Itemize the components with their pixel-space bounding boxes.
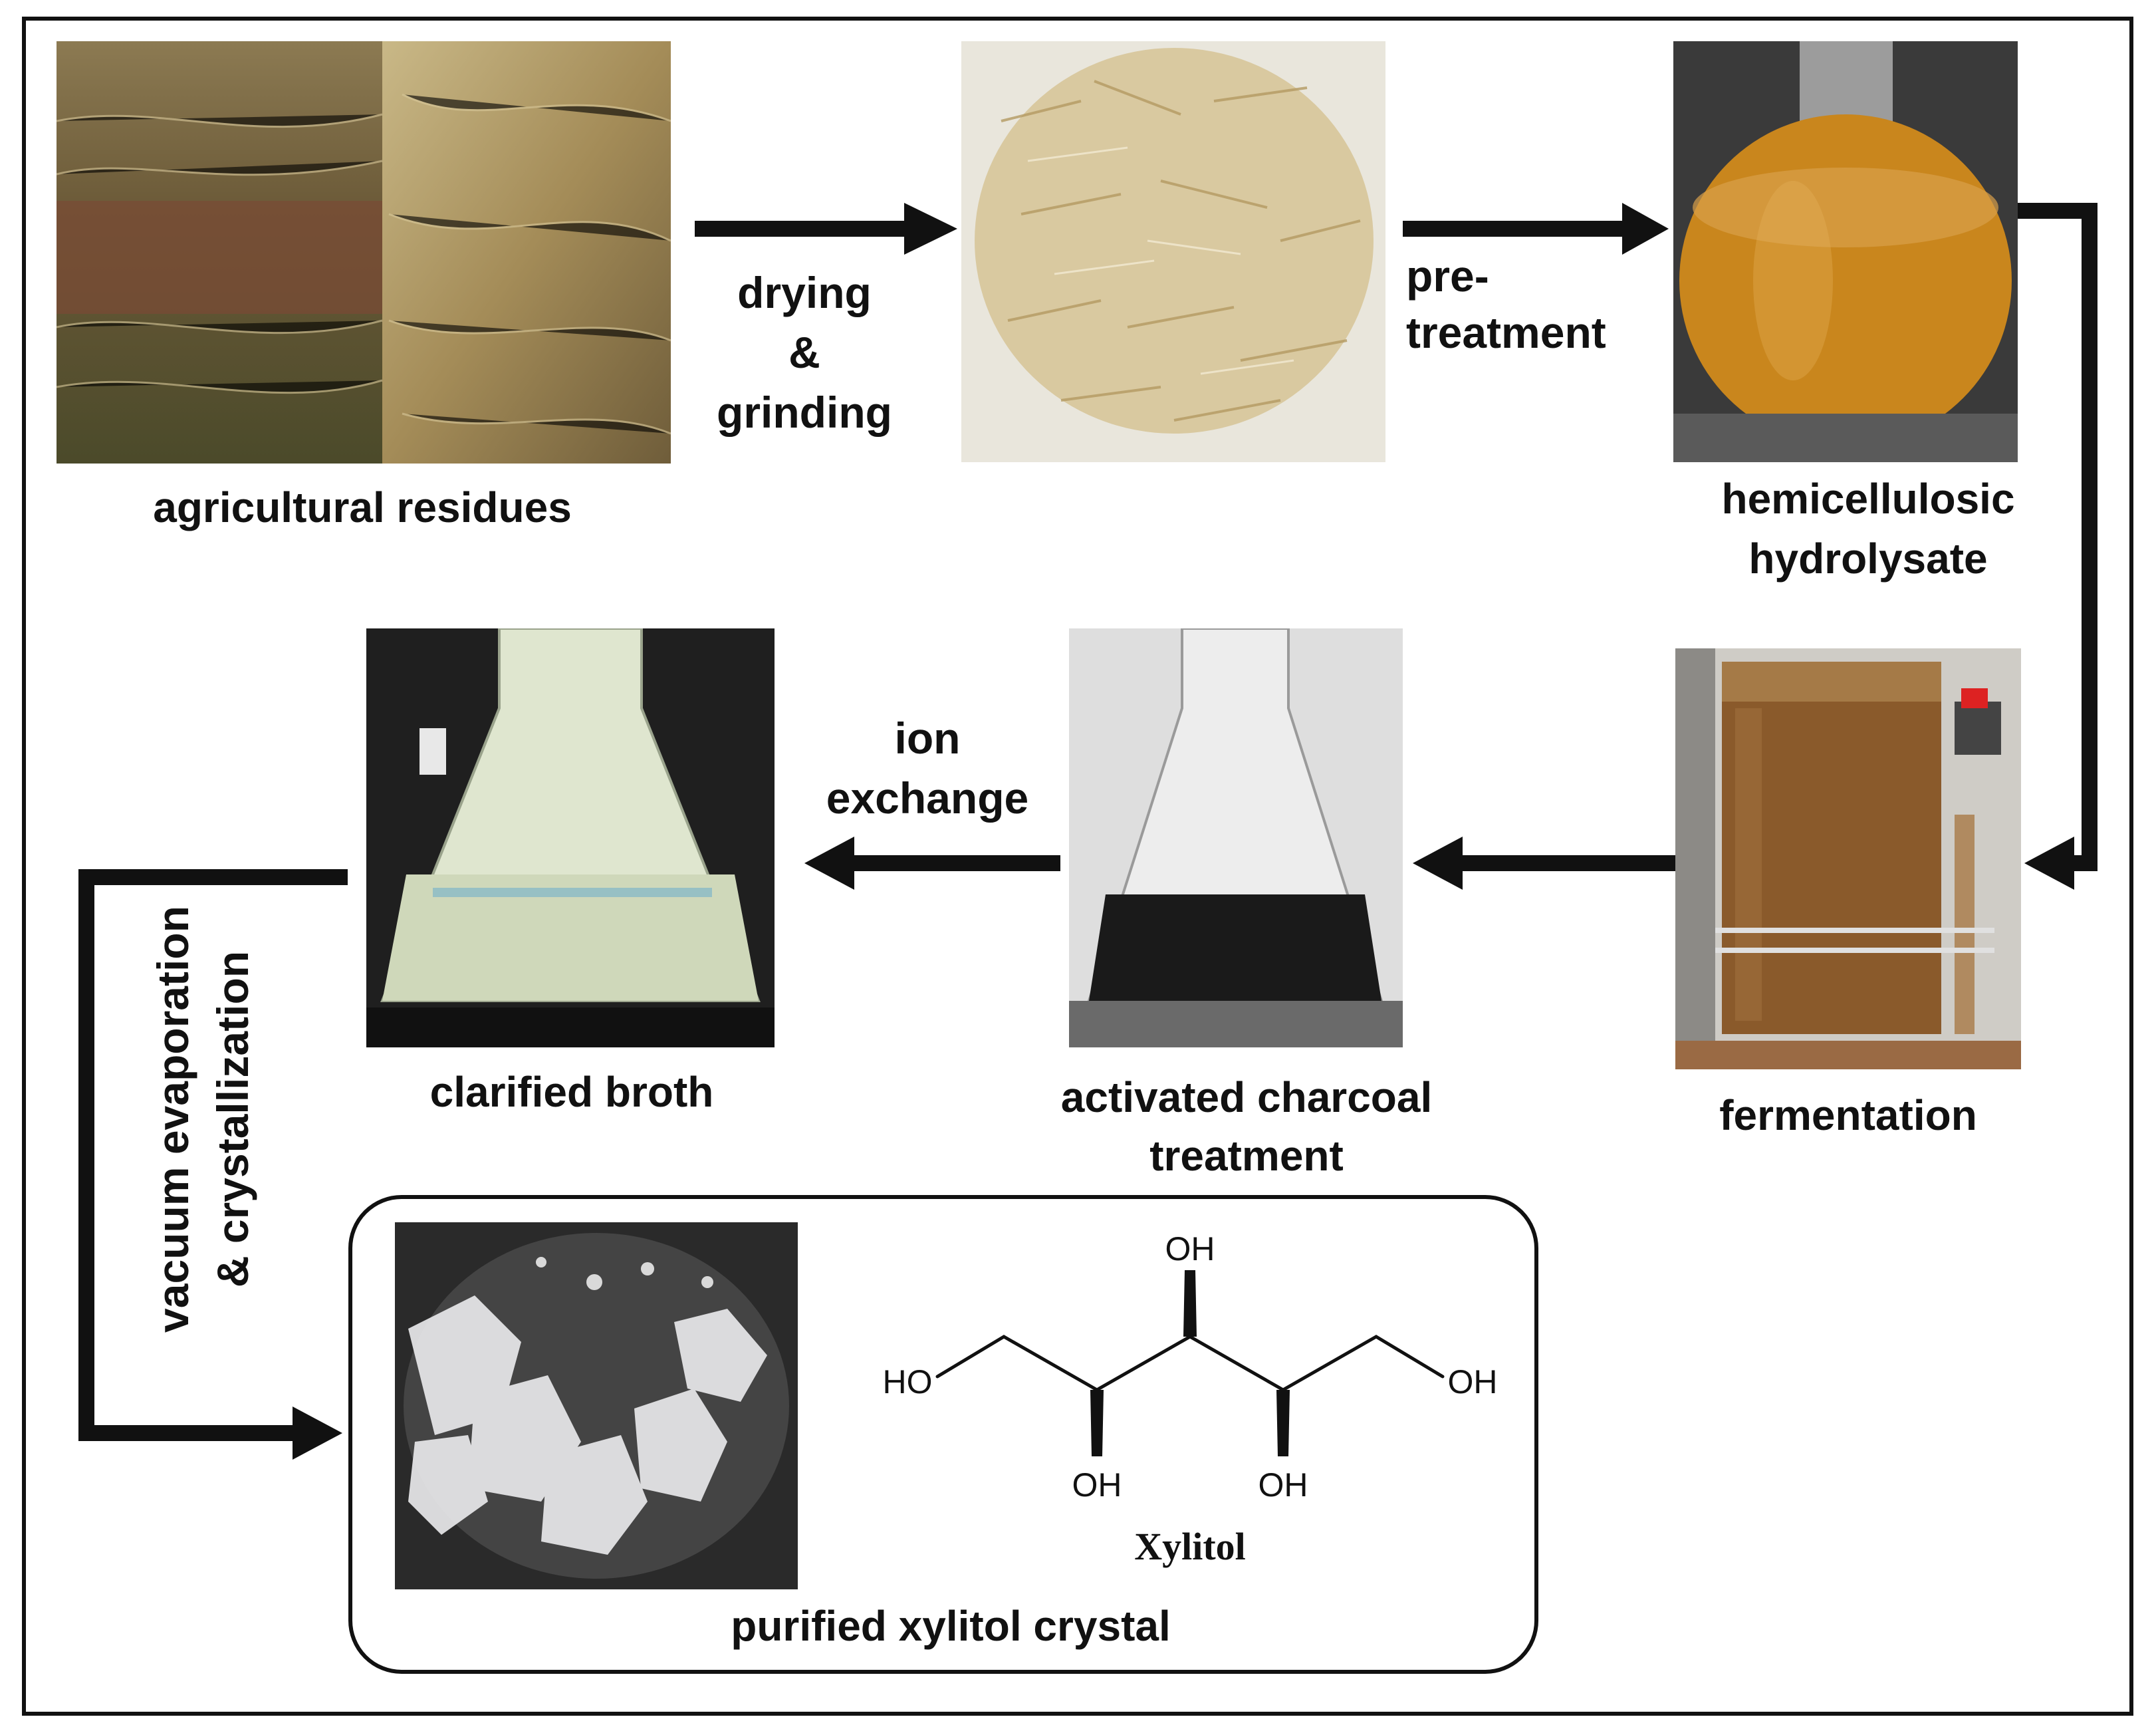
diagram-frame [22, 17, 2133, 1716]
step-drying-line1: drying [737, 268, 872, 317]
fermentation-vessel-photo [1675, 648, 2021, 1069]
oh-bottom-right-text: OH [1258, 1466, 1308, 1504]
step-ion-line1: ion [894, 714, 961, 763]
clarified-broth-flask-photo [366, 628, 775, 1047]
activated-charcoal-flask-photo [1069, 628, 1403, 1047]
oh-bottom-left-text: OH [1072, 1466, 1122, 1504]
label-activated-line2: treatment [1149, 1132, 1344, 1180]
purified-product-box [348, 1195, 1538, 1674]
label-agricultural-residues: agricultural residues [153, 483, 572, 531]
step-pretreatment-line2: treatment [1406, 308, 1606, 357]
step-pretreatment-line1: pre- [1406, 251, 1489, 301]
oh-right-text: OH [1448, 1363, 1498, 1401]
label-activated-line1: activated charcoal [1060, 1073, 1433, 1121]
step-drying-line3: grinding [717, 388, 892, 437]
label-purified-xylitol-crystal: purified xylitol crystal [731, 1602, 1171, 1650]
hydrolysate-flask-photo [1673, 41, 2018, 462]
xylitol-crystal-photo [395, 1222, 798, 1589]
step-ion-line2: exchange [826, 773, 1029, 823]
step-drying-line2: & [788, 328, 820, 377]
carbon-chain [935, 1335, 1445, 1392]
label-fermentation: fermentation [1719, 1091, 1977, 1139]
step-vacuum-line2: & crystallization [208, 950, 257, 1288]
step-vacuum-line1: vacuum evaporation [148, 906, 197, 1333]
wedge-top [1183, 1270, 1197, 1337]
agricultural-residues-photo [57, 41, 671, 464]
ho-left-text: HO [883, 1363, 933, 1401]
label-clarified-broth: clarified broth [429, 1068, 714, 1116]
xylitol-structure: OH HO OH OH OH Xylitol [883, 1230, 1498, 1568]
label-hemicellulosic-line2: hydrolysate [1748, 535, 1988, 583]
oh-top-text: OH [1165, 1230, 1215, 1268]
xylitol-name-text: Xylitol [1134, 1525, 1246, 1568]
wedge-bottom-left [1090, 1390, 1104, 1456]
wedge-bottom-right [1276, 1390, 1290, 1456]
label-hemicellulosic-line1: hemicellulosic [1721, 475, 2015, 523]
ground-straw-photo [961, 41, 1385, 462]
